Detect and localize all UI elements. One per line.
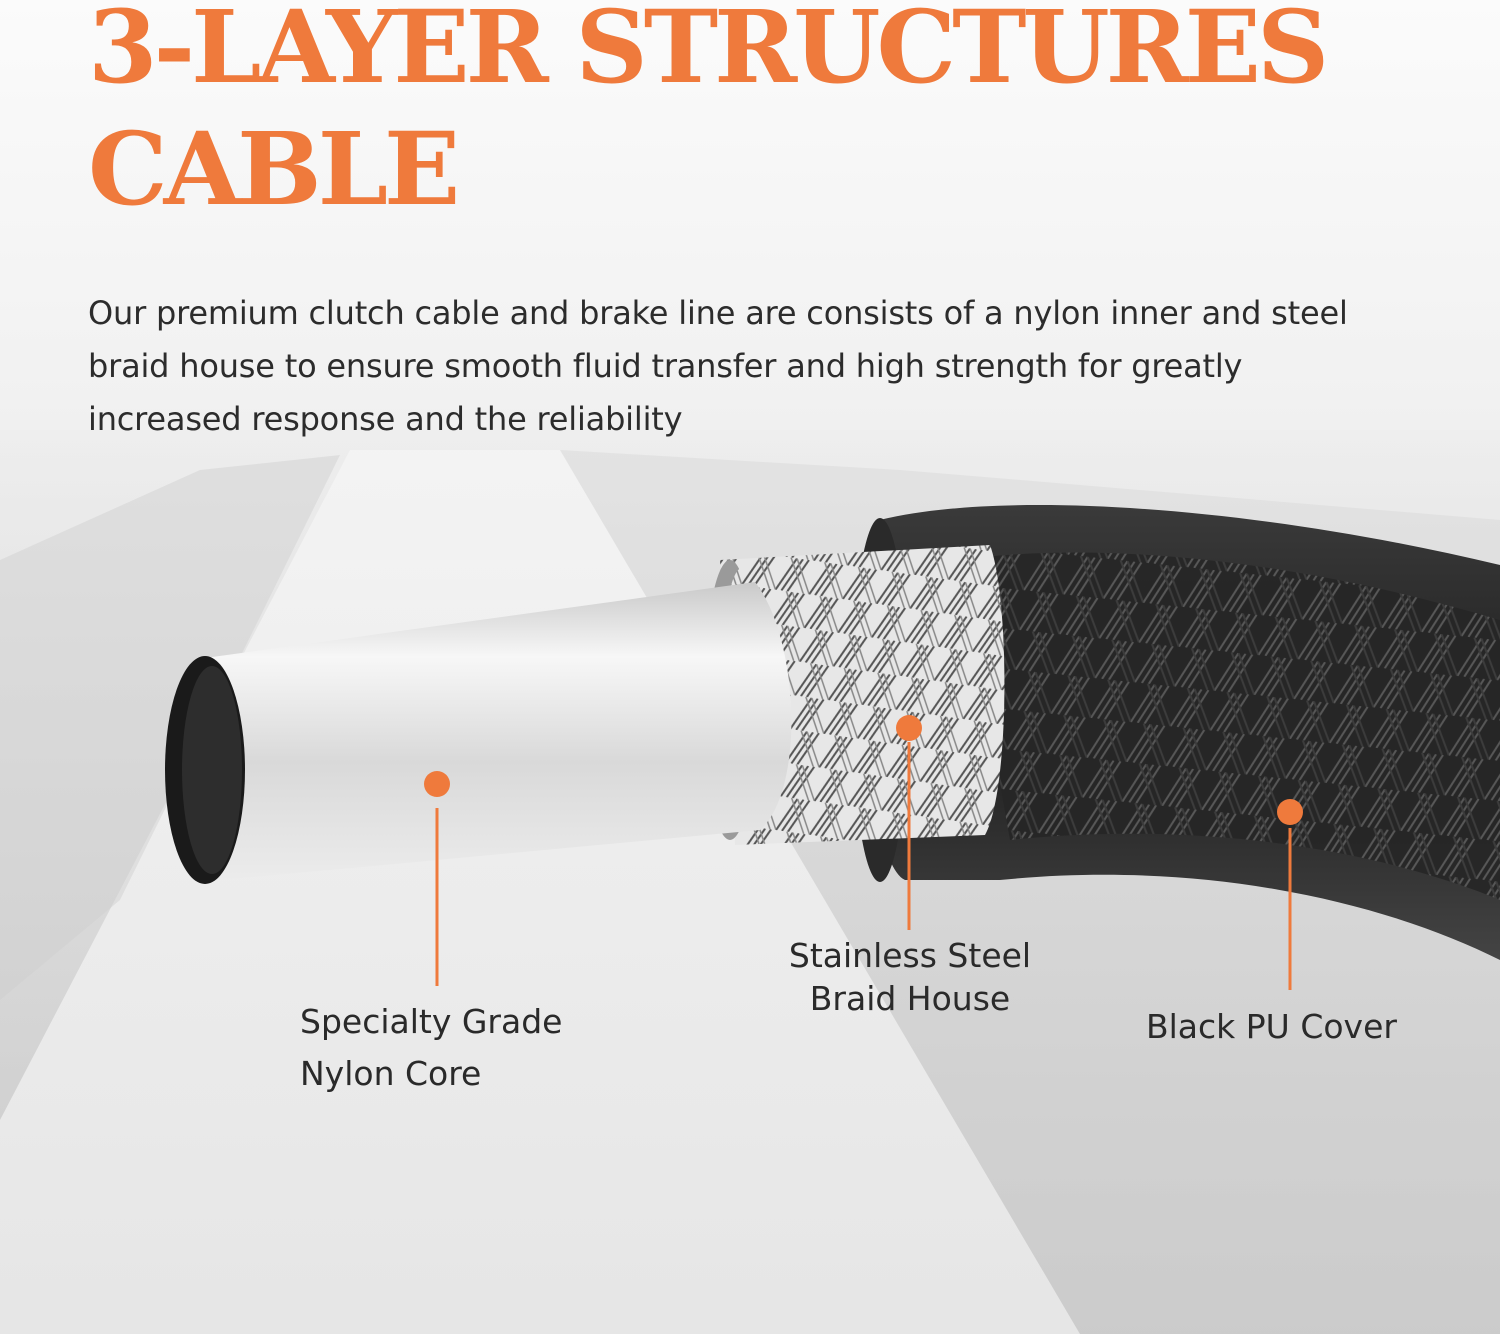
callout-dot-pu — [1277, 799, 1303, 825]
label-pu-line-1: Black PU Cover — [1146, 1007, 1397, 1046]
label-nylon-line-1: Specialty Grade — [300, 1002, 563, 1041]
label-nylon-line-2: Nylon Core — [300, 1054, 482, 1093]
headline-line-1: 3-LAYER STRUCTURES — [88, 0, 1329, 106]
callout-steel — [896, 715, 922, 930]
callout-dot-steel — [896, 715, 922, 741]
label-steel-braid: Stainless Steel Braid House — [760, 934, 1060, 1020]
callout-dot-nylon — [424, 771, 450, 797]
callout-nylon — [424, 771, 450, 986]
label-steel-line-2: Braid House — [809, 979, 1011, 1018]
nylon-core-layer — [165, 582, 792, 884]
label-steel-line-1: Stainless Steel — [788, 936, 1032, 975]
description-text: Our premium clutch cable and brake line … — [88, 294, 1348, 438]
headline-line-2: CABLE — [88, 110, 460, 228]
headline: 3-LAYER STRUCTURES CABLE — [88, 0, 1488, 230]
callout-pu — [1277, 799, 1303, 990]
label-nylon-core: Specialty Grade Nylon Core — [300, 996, 562, 1100]
label-pu-cover: Black PU Cover — [1146, 1001, 1397, 1053]
